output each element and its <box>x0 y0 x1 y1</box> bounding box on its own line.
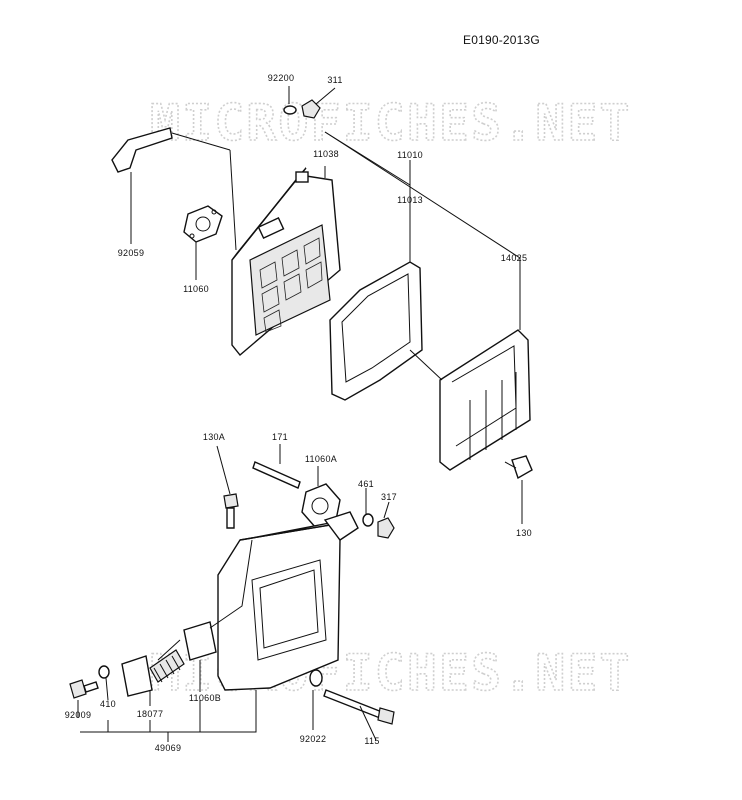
part-label-49069: 49069 <box>154 743 182 753</box>
breather-hose <box>111 127 231 173</box>
air-filter-element <box>329 261 423 401</box>
washer-92200 <box>283 105 297 115</box>
part-label-92009: 92009 <box>64 710 92 720</box>
part-label-92022: 92022 <box>299 734 327 744</box>
part-label-130a: 130A <box>202 432 226 442</box>
screw-92009 <box>69 679 99 699</box>
part-label-11060b: 11060B <box>188 693 222 703</box>
part-label-11060a: 11060A <box>304 454 338 464</box>
leader-lines-lower <box>77 444 390 742</box>
part-label-11013: 11013 <box>397 195 423 205</box>
washer-410 <box>98 665 110 679</box>
part-label-92059: 92059 <box>117 248 145 258</box>
spark-arrester <box>121 649 185 697</box>
part-label-14025: 14025 <box>500 253 528 263</box>
washer-92022 <box>309 669 323 687</box>
watermark-top: MICROFICHES.NET <box>150 94 632 152</box>
part-label-171: 171 <box>272 432 288 442</box>
nut-317 <box>377 517 395 539</box>
washer-461 <box>362 513 374 527</box>
bolt-130 <box>504 455 533 480</box>
leader-lines-upper <box>130 86 523 524</box>
part-label-11010: 11010 <box>397 150 423 160</box>
part-label-311: 311 <box>327 75 343 85</box>
air-cleaner-cover <box>439 329 531 471</box>
bolt-130a <box>223 493 239 529</box>
diagram-code: E0190-2013G <box>463 33 540 47</box>
part-label-115: 115 <box>364 736 380 746</box>
part-label-461: 461 <box>358 479 374 489</box>
part-label-130: 130 <box>516 528 532 538</box>
nut-311 <box>301 99 321 119</box>
air-cleaner-base <box>231 167 341 357</box>
part-label-11060: 11060 <box>183 284 209 294</box>
part-label-317: 317 <box>381 492 397 502</box>
part-label-18077: 18077 <box>136 709 164 719</box>
gasket-11060b <box>183 621 217 661</box>
stud-171 <box>252 461 301 489</box>
part-label-92200: 92200 <box>267 73 295 83</box>
part-label-410: 410 <box>100 699 116 709</box>
bolt-115 <box>323 689 395 725</box>
part-label-11038: 11038 <box>313 149 339 159</box>
gasket-11060 <box>183 205 223 243</box>
